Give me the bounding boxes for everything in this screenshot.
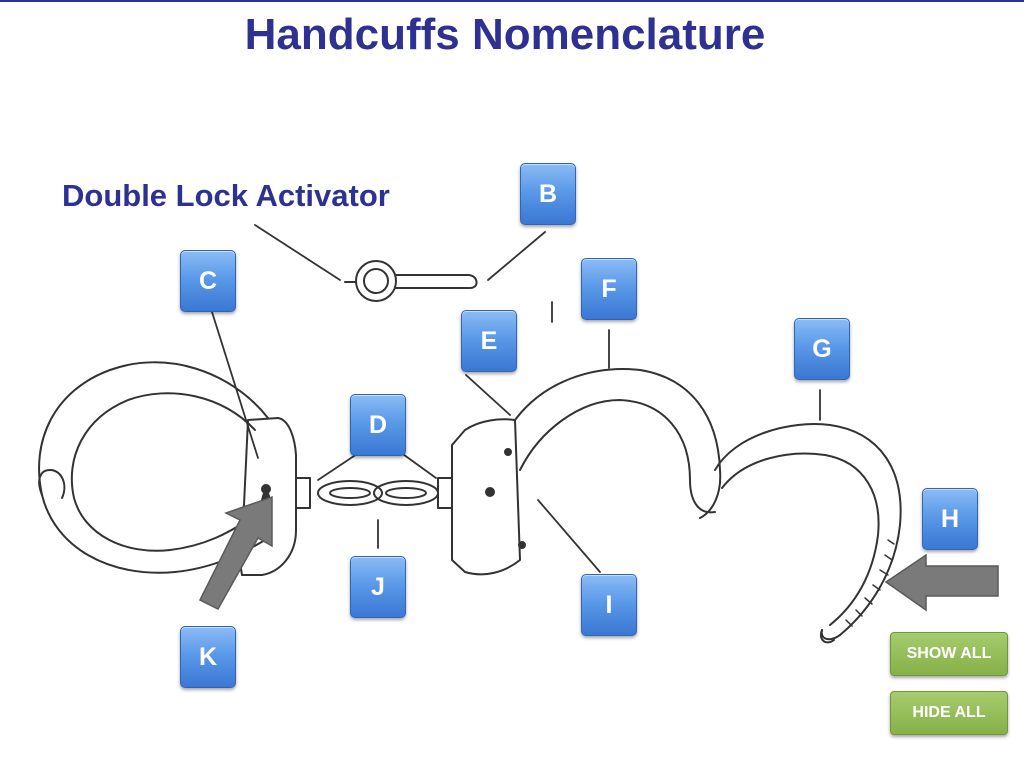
label-f-button[interactable]: F xyxy=(581,258,637,320)
leader-dla xyxy=(254,224,341,281)
right-dot-1 xyxy=(504,448,512,456)
left-keyhole xyxy=(261,484,271,494)
label-c-button[interactable]: C xyxy=(180,250,236,312)
leader-b xyxy=(487,231,546,281)
arrow-k xyxy=(198,495,273,610)
page-title: Handcuffs Nomenclature xyxy=(244,10,766,59)
leader-d-right xyxy=(399,451,437,479)
label-j-button[interactable]: J xyxy=(350,556,406,618)
right-cuff-tip xyxy=(820,629,835,644)
left-cuff-tip xyxy=(38,469,66,499)
label-e-button[interactable]: E xyxy=(461,310,517,372)
leader-d-left xyxy=(317,451,361,481)
right-cuff-single-strand xyxy=(514,368,722,519)
key-bow xyxy=(355,260,397,302)
label-h-button[interactable]: H xyxy=(922,488,978,550)
label-b-button[interactable]: B xyxy=(520,163,576,225)
key-shank xyxy=(395,274,478,289)
double-lock-activator-label: Double Lock Activator xyxy=(62,178,390,213)
chain-swivel-right xyxy=(437,477,453,509)
chain-link-2 xyxy=(373,480,439,506)
hide-all-button[interactable]: HIDE ALL xyxy=(890,691,1008,735)
label-d-button[interactable]: D xyxy=(350,394,406,456)
show-all-button[interactable]: SHOW ALL xyxy=(890,632,1008,676)
top-rule xyxy=(0,0,1024,2)
chain-swivel-left xyxy=(295,477,311,509)
right-dot-2 xyxy=(518,541,526,549)
leader-c xyxy=(211,311,259,459)
right-keyhole xyxy=(485,487,495,497)
leader-i xyxy=(537,499,601,573)
label-i-button[interactable]: I xyxy=(581,574,637,636)
left-cuff-inner xyxy=(70,392,256,552)
label-g-button[interactable]: G xyxy=(794,318,850,380)
label-k-button[interactable]: K xyxy=(180,626,236,688)
right-lock-box xyxy=(451,418,521,576)
arrow-h xyxy=(884,553,999,612)
leader-e xyxy=(465,374,511,416)
right-cuff-ratchet xyxy=(714,423,902,641)
chain-link-1 xyxy=(317,480,383,506)
